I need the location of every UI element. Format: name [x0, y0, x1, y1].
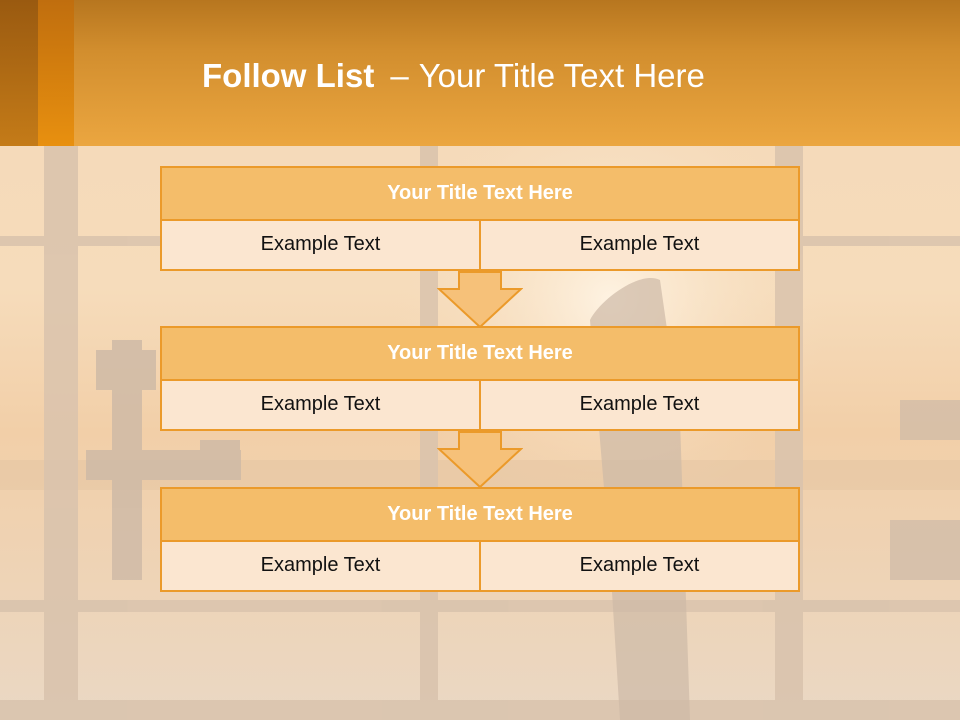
header-accent-dark [0, 0, 38, 146]
block-row: Example Text Example Text [160, 381, 800, 431]
block-cell-left: Example Text [260, 393, 381, 415]
title-rest: Your Title Text Here [418, 57, 705, 94]
flow-block-3: Your Title Text Here Example Text Exampl… [160, 487, 800, 592]
block-cell-right: Example Text [479, 542, 798, 590]
block-title: Your Title Text Here [160, 166, 800, 221]
title-bold: Follow List [202, 57, 375, 94]
block-title: Your Title Text Here [160, 487, 800, 542]
block-cell-right: Example Text [479, 381, 798, 429]
block-row: Example Text Example Text [160, 221, 800, 271]
block-row: Example Text Example Text [160, 542, 800, 592]
page-title: Follow List–Your Title Text Here [202, 54, 705, 98]
block-cell-left: Example Text [260, 233, 381, 255]
block-cell-left: Example Text [260, 554, 381, 576]
down-arrow-icon [437, 271, 523, 329]
down-arrow-icon [437, 431, 523, 489]
flow-block-1: Your Title Text Here Example Text Exampl… [160, 166, 800, 271]
header-accent-light [38, 0, 74, 146]
block-cell-right: Example Text [479, 221, 798, 269]
header-band: Follow List–Your Title Text Here [0, 0, 960, 146]
block-title: Your Title Text Here [160, 326, 800, 381]
flow-block-2: Your Title Text Here Example Text Exampl… [160, 326, 800, 431]
title-separator: – [390, 57, 409, 94]
